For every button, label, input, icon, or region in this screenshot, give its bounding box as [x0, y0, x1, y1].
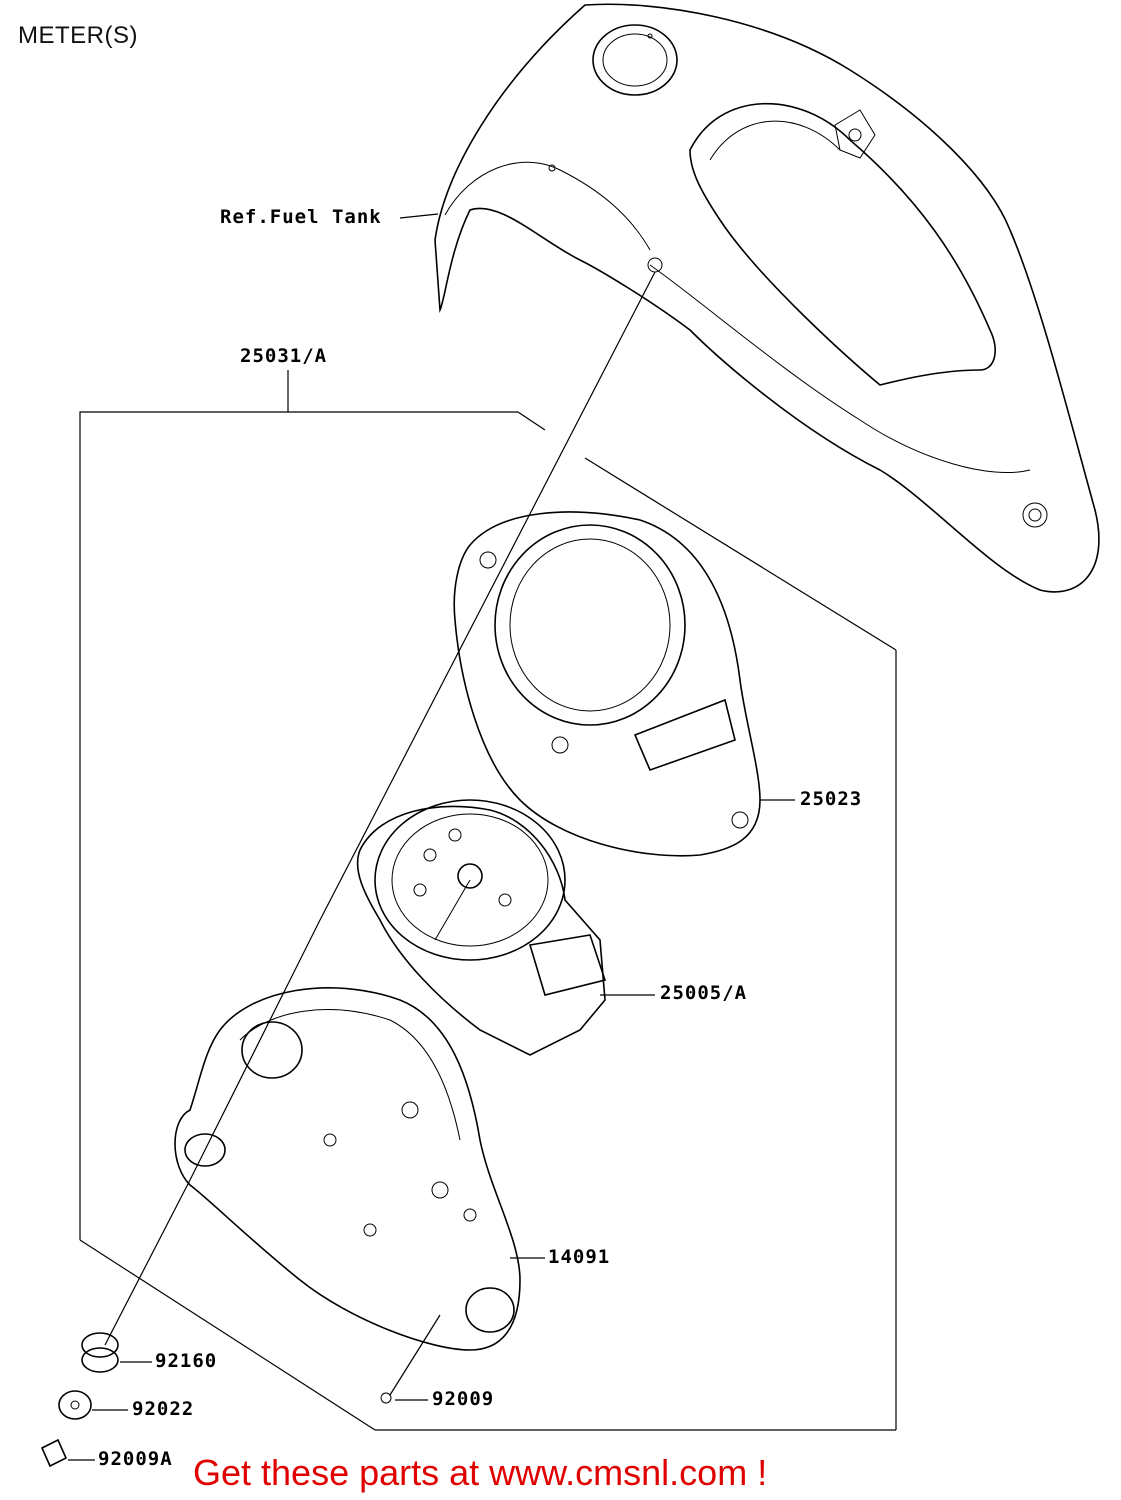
small-parts-drawing — [40, 1332, 392, 1468]
label-25005a: 25005/A — [660, 982, 748, 1004]
footer-link-text[interactable]: Get these parts at www.cmsnl.com ! — [193, 1452, 768, 1493]
meter-unit-drawing — [356, 799, 607, 1056]
label-ref-fuel-tank: Ref.Fuel Tank — [220, 206, 382, 228]
label-92009a: 92009A — [98, 1448, 173, 1470]
leader-lines — [68, 213, 897, 1461]
fuel-tank-cover-drawing — [434, 3, 1100, 593]
label-25023: 25023 — [800, 788, 863, 810]
meter-case-drawing — [174, 986, 521, 1351]
label-25031a: 25031/A — [240, 345, 328, 367]
page-title: METER(S) — [18, 22, 138, 49]
label-14091: 14091 — [548, 1246, 611, 1268]
label-92160: 92160 — [155, 1350, 218, 1372]
meter-cover-drawing — [453, 511, 761, 857]
label-92022: 92022 — [132, 1398, 195, 1420]
label-92009: 92009 — [432, 1388, 495, 1410]
